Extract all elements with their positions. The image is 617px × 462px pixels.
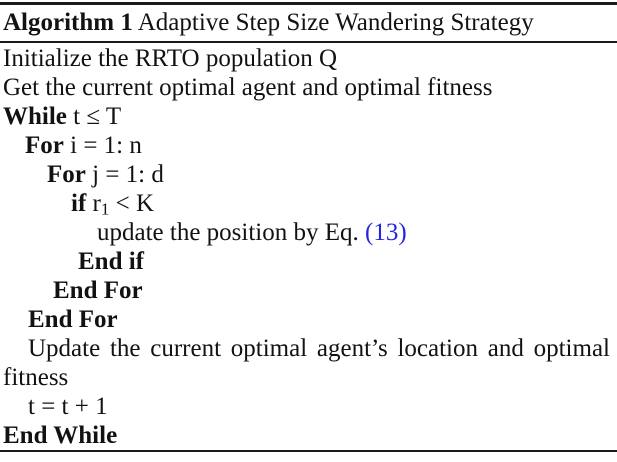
- bottom-rule: [0, 449, 617, 452]
- statement-text: Update the current optimal agent’s locat…: [28, 334, 610, 362]
- statement-text: update the position by Eq.: [97, 218, 366, 246]
- pseudocode-line: t = t + 1: [3, 392, 610, 421]
- statement-text: j = 1: d: [85, 160, 164, 188]
- statement-text: r: [86, 189, 101, 217]
- keyword-text: End For: [53, 276, 143, 304]
- top-rule: [0, 2, 617, 5]
- pseudocode-line: For i = 1: n: [3, 131, 610, 160]
- pseudocode-line: Initialize the RRTO population Q: [3, 44, 610, 73]
- pseudocode-line: While t ≤ T: [3, 102, 610, 131]
- statement-text: fitness: [3, 363, 69, 391]
- pseudocode-line: End if: [3, 247, 610, 276]
- pseudocode-line: End For: [3, 305, 610, 334]
- pseudocode-line: update the position by Eq. (13): [3, 218, 610, 247]
- statement-text: Initialize the RRTO population Q: [3, 44, 338, 72]
- keyword-text: For: [47, 160, 86, 188]
- statement-text: < K: [109, 189, 155, 217]
- algorithm-title: Algorithm 1 Adaptive Step Size Wandering…: [0, 5, 617, 41]
- keyword-text: End While: [3, 421, 118, 449]
- subscript-text: 1: [100, 199, 110, 219]
- pseudocode-line: if r1 < K: [3, 189, 610, 218]
- keyword-text: if: [71, 189, 87, 217]
- statement-text: Get the current optimal agent and optima…: [3, 73, 493, 101]
- pseudocode-line: fitness: [3, 363, 610, 392]
- keyword-text: For: [25, 131, 64, 159]
- pseudocode-line: End For: [3, 276, 610, 305]
- statement-text: t = t + 1: [28, 392, 108, 420]
- statement-text: t ≤ T: [66, 102, 122, 130]
- algorithm-label: Algorithm 1: [3, 9, 133, 36]
- title-divider-rule: [0, 41, 617, 43]
- equation-13-link[interactable]: (13): [365, 218, 407, 246]
- statement-text: i = 1: n: [63, 131, 142, 159]
- keyword-text: While: [3, 102, 67, 130]
- algorithm-name: Adaptive Step Size Wandering Strategy: [132, 9, 534, 36]
- pseudocode-line: Get the current optimal agent and optima…: [3, 73, 610, 102]
- pseudocode-line: Update the current optimal agent’s locat…: [3, 334, 610, 363]
- keyword-text: End For: [28, 305, 118, 333]
- keyword-text: End if: [78, 247, 145, 275]
- pseudocode-line: End While: [3, 421, 610, 450]
- pseudocode-line: For j = 1: d: [3, 160, 610, 189]
